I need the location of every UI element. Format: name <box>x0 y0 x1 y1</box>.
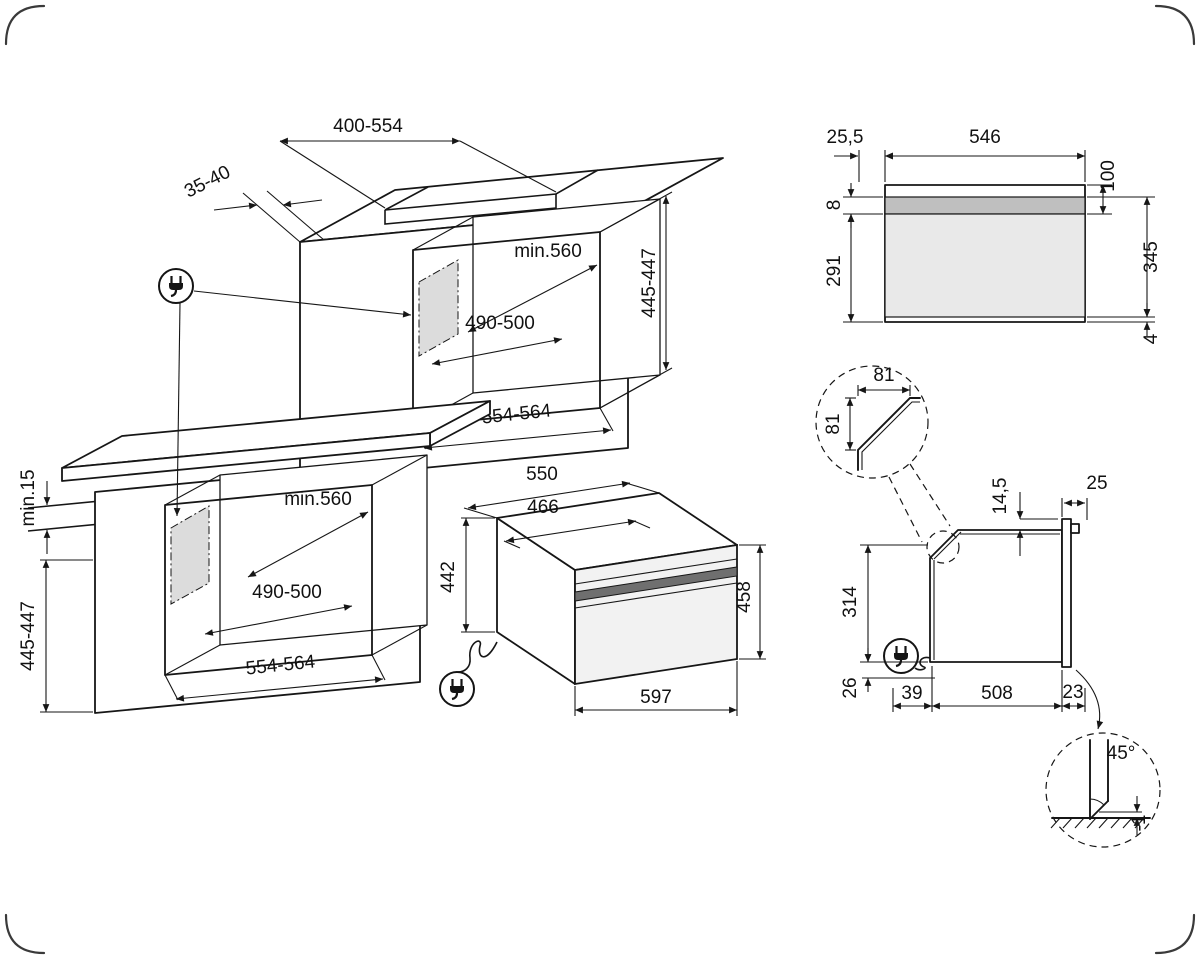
dim-chamfer-height: 81 <box>823 413 844 434</box>
oven-isometric <box>438 492 738 708</box>
front-door-face <box>884 213 1086 318</box>
dim-front-lower-height: 291 <box>824 255 845 287</box>
dim-door-overhang: -1 <box>1129 815 1150 832</box>
side-door-handle <box>1070 523 1080 534</box>
side-section-dimensions: 14,5 25 314 26 39 508 23 <box>840 473 1108 712</box>
power-cable <box>914 656 931 671</box>
dim-side-height: 314 <box>840 586 861 618</box>
dim-vent-width: 400-554 <box>333 116 403 137</box>
door-bottom-detail: 45° -1 <box>1045 669 1161 848</box>
dim-oven-width: 597 <box>640 687 672 708</box>
chamfer-detail: 81 81 <box>815 365 960 564</box>
dim-clearance-min: min.15 <box>18 469 39 526</box>
dim-lower-inner-width: 490-500 <box>252 582 322 603</box>
dim-oven-front-height: 458 <box>734 581 755 613</box>
dim-oven-cavity-width: 466 <box>527 497 559 518</box>
front-handle-band <box>884 196 1086 215</box>
power-cable <box>457 640 498 673</box>
dim-oven-side-height: 442 <box>438 561 459 593</box>
side-door <box>1061 518 1072 668</box>
oven-handle <box>574 566 738 602</box>
page-frame <box>4 4 1196 955</box>
dim-front-left-offset: 25,5 <box>827 127 864 148</box>
power-plug-icon <box>157 267 195 305</box>
power-connection-callout <box>157 267 412 517</box>
dim-rear-gap: 39 <box>901 683 922 704</box>
dim-oven-top-width: 550 <box>526 464 558 485</box>
socket-area-lower <box>170 505 210 605</box>
dim-wall-thickness: 35-40 <box>181 162 234 203</box>
dim-front-door-height: 345 <box>1141 241 1162 273</box>
dim-door-top-depth: 25 <box>1086 473 1107 494</box>
dim-upper-depth-min: min.560 <box>514 241 582 262</box>
power-plug-icon <box>882 637 920 675</box>
front-elevation <box>884 184 1086 323</box>
dim-front-width: 546 <box>969 127 1001 148</box>
base-cabinet-dimensions: min.560 490-500 554-564 445-447 <box>18 489 386 713</box>
side-section <box>862 518 1080 679</box>
tall-cabinet-dimensions: 400-554 35-40 min.560 490-500 445-447 55… <box>181 116 673 451</box>
dim-front-trim: 8 <box>824 200 845 211</box>
dim-lower-height: 445-447 <box>18 601 39 671</box>
dim-lower-depth-min: min.560 <box>284 489 352 510</box>
dim-front-upper-height: 100 <box>1098 160 1119 192</box>
dim-chamfer-width: 81 <box>873 365 894 386</box>
dim-door-thickness: 23 <box>1062 682 1083 703</box>
dim-door-angle: 45° <box>1107 743 1136 764</box>
dim-side-depth: 508 <box>981 683 1013 704</box>
dim-front-bottom-gap: 4 <box>1141 333 1162 344</box>
front-elevation-dimensions: 25,5 546 100 8 291 345 4 <box>824 127 1162 344</box>
power-plug-icon <box>438 670 476 708</box>
socket-area-upper <box>418 259 459 357</box>
dim-upper-height: 445-447 <box>639 248 660 318</box>
dim-bottom-clearance: 26 <box>840 677 861 698</box>
dim-upper-inner-width: 490-500 <box>465 313 535 334</box>
dim-door-top-inset: 14,5 <box>990 478 1011 515</box>
oven-dimensions: 550 466 442 458 597 <box>438 464 766 716</box>
